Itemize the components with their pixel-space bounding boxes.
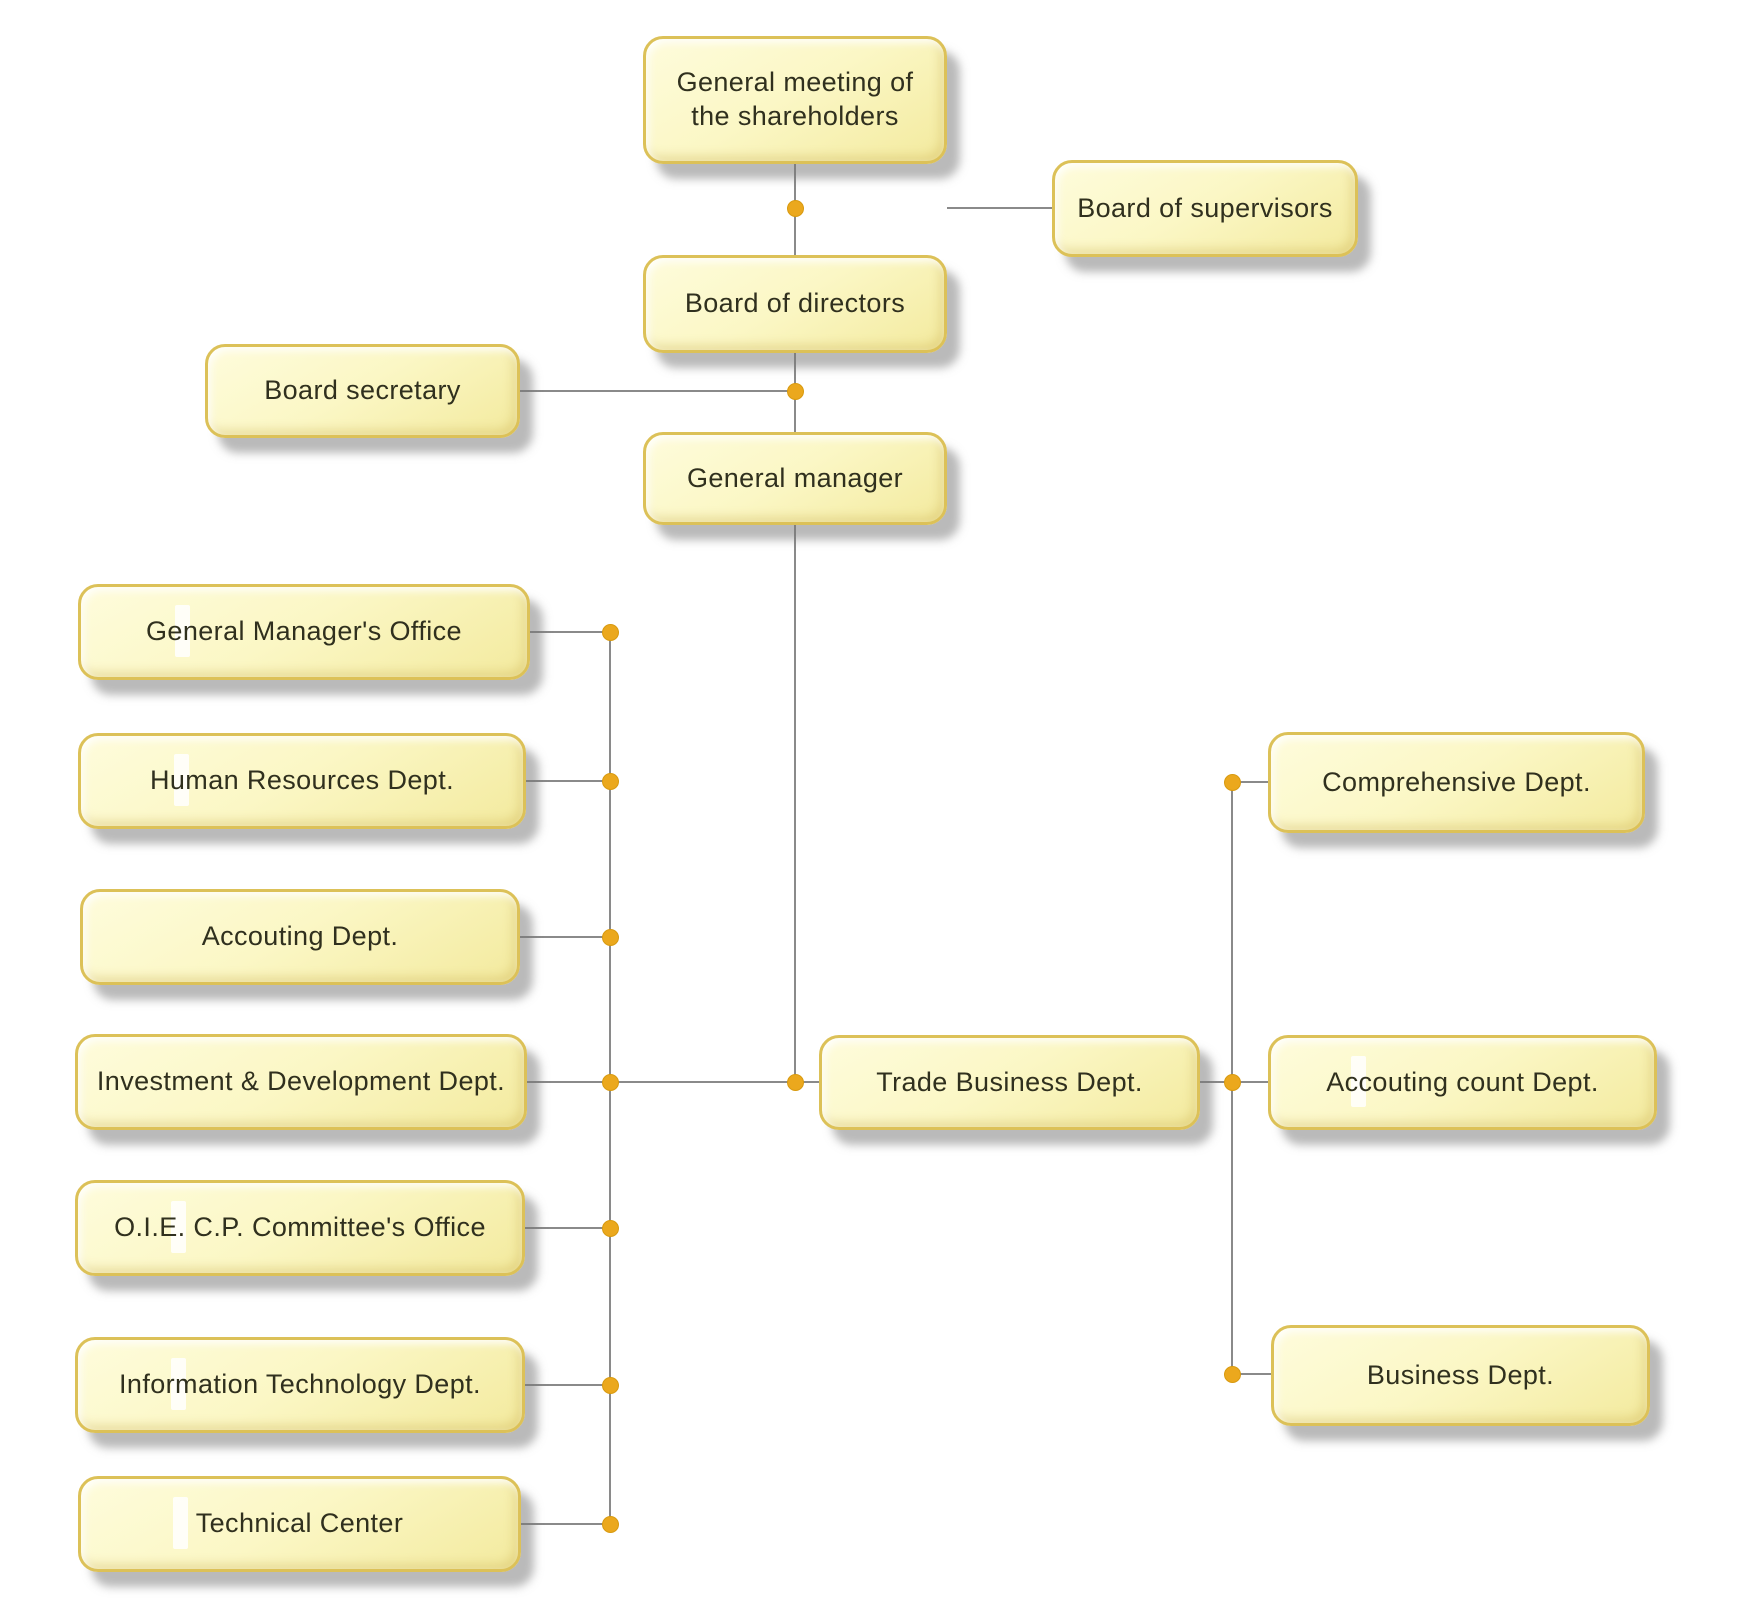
- node-oie-cp-committees-office: O.I.E. C.P. Committee's Office: [75, 1180, 525, 1276]
- junction-dot: [1223, 1073, 1241, 1091]
- connector-line: [1232, 1373, 1271, 1375]
- connector-line: [530, 631, 610, 633]
- node-general-manager: General manager: [643, 432, 947, 525]
- junction-dot: [786, 1073, 804, 1091]
- junction-dot: [601, 623, 619, 641]
- connector-line: [1232, 781, 1268, 783]
- node-comprehensive-dept: Comprehensive Dept.: [1268, 732, 1645, 833]
- node-label-board-of-supervisors: Board of supervisors: [1077, 192, 1333, 223]
- node-label-information-technology-dept: Information Technology Dept.: [119, 1369, 481, 1400]
- node-label-accouting-count-dept: Accouting count Dept.: [1326, 1066, 1599, 1097]
- junction-dot: [1223, 1365, 1241, 1383]
- node-trade-business-dept: Trade Business Dept.: [819, 1035, 1200, 1130]
- connector-line: [520, 390, 795, 392]
- node-board-secretary: Board secretary: [205, 344, 520, 438]
- junction-dot: [601, 1073, 619, 1091]
- junction-dot: [786, 382, 804, 400]
- white-highlight-artifact: [171, 1358, 187, 1411]
- node-label-oie-cp-committees-office: O.I.E. C.P. Committee's Office: [114, 1212, 486, 1243]
- junction-dot: [601, 1376, 619, 1394]
- connector-line: [525, 1384, 610, 1386]
- connector-line: [794, 525, 796, 1082]
- junction-dot: [786, 199, 804, 217]
- node-human-resources-dept: Human Resources Dept.: [78, 733, 526, 829]
- node-label-trade-business-dept: Trade Business Dept.: [876, 1066, 1143, 1097]
- junction-dot: [601, 1219, 619, 1237]
- junction-dot: [601, 928, 619, 946]
- node-label-technical-center: Technical Center: [195, 1508, 404, 1539]
- white-highlight-artifact: [171, 1201, 187, 1254]
- white-highlight-artifact: [173, 754, 189, 807]
- node-investment-development-dept: Investment & Development Dept.: [75, 1034, 527, 1130]
- connector-line: [527, 1081, 610, 1083]
- node-label-comprehensive-dept: Comprehensive Dept.: [1322, 766, 1591, 797]
- connector-line: [610, 1081, 819, 1083]
- white-highlight-artifact: [174, 605, 190, 658]
- node-label-general-managers-office: General Manager's Office: [146, 616, 462, 647]
- connector-line: [947, 207, 1052, 209]
- node-label-board-of-directors: Board of directors: [684, 288, 906, 319]
- node-general-meeting: General meeting of the shareholders: [643, 36, 947, 164]
- node-label-general-manager: General manager: [686, 462, 904, 493]
- white-highlight-artifact: [1351, 1055, 1367, 1108]
- white-highlight-artifact: [172, 1497, 188, 1550]
- junction-dot: [601, 1515, 619, 1533]
- node-board-of-directors: Board of directors: [643, 255, 947, 353]
- node-label-business-dept: Business Dept.: [1366, 1359, 1555, 1390]
- node-label-human-resources-dept: Human Resources Dept.: [149, 765, 455, 796]
- connector-line: [526, 780, 610, 782]
- node-label-investment-development-dept: Investment & Development Dept.: [96, 1066, 506, 1097]
- connector-line: [525, 1227, 610, 1229]
- node-label-general-meeting: General meeting of the shareholders: [676, 67, 914, 131]
- node-business-dept: Business Dept.: [1271, 1325, 1650, 1426]
- node-label-accouting-dept: Accouting Dept.: [201, 921, 399, 952]
- node-label-board-secretary: Board secretary: [264, 375, 461, 406]
- node-general-managers-office: General Manager's Office: [78, 584, 530, 680]
- node-board-of-supervisors: Board of supervisors: [1052, 160, 1358, 257]
- node-information-technology-dept: Information Technology Dept.: [75, 1337, 525, 1433]
- junction-dot: [1223, 773, 1241, 791]
- node-accouting-dept: Accouting Dept.: [80, 889, 520, 985]
- node-accouting-count-dept: Accouting count Dept.: [1268, 1035, 1657, 1130]
- connector-line: [520, 936, 610, 938]
- connector-line: [521, 1523, 610, 1525]
- node-technical-center: Technical Center: [78, 1476, 521, 1572]
- junction-dot: [601, 772, 619, 790]
